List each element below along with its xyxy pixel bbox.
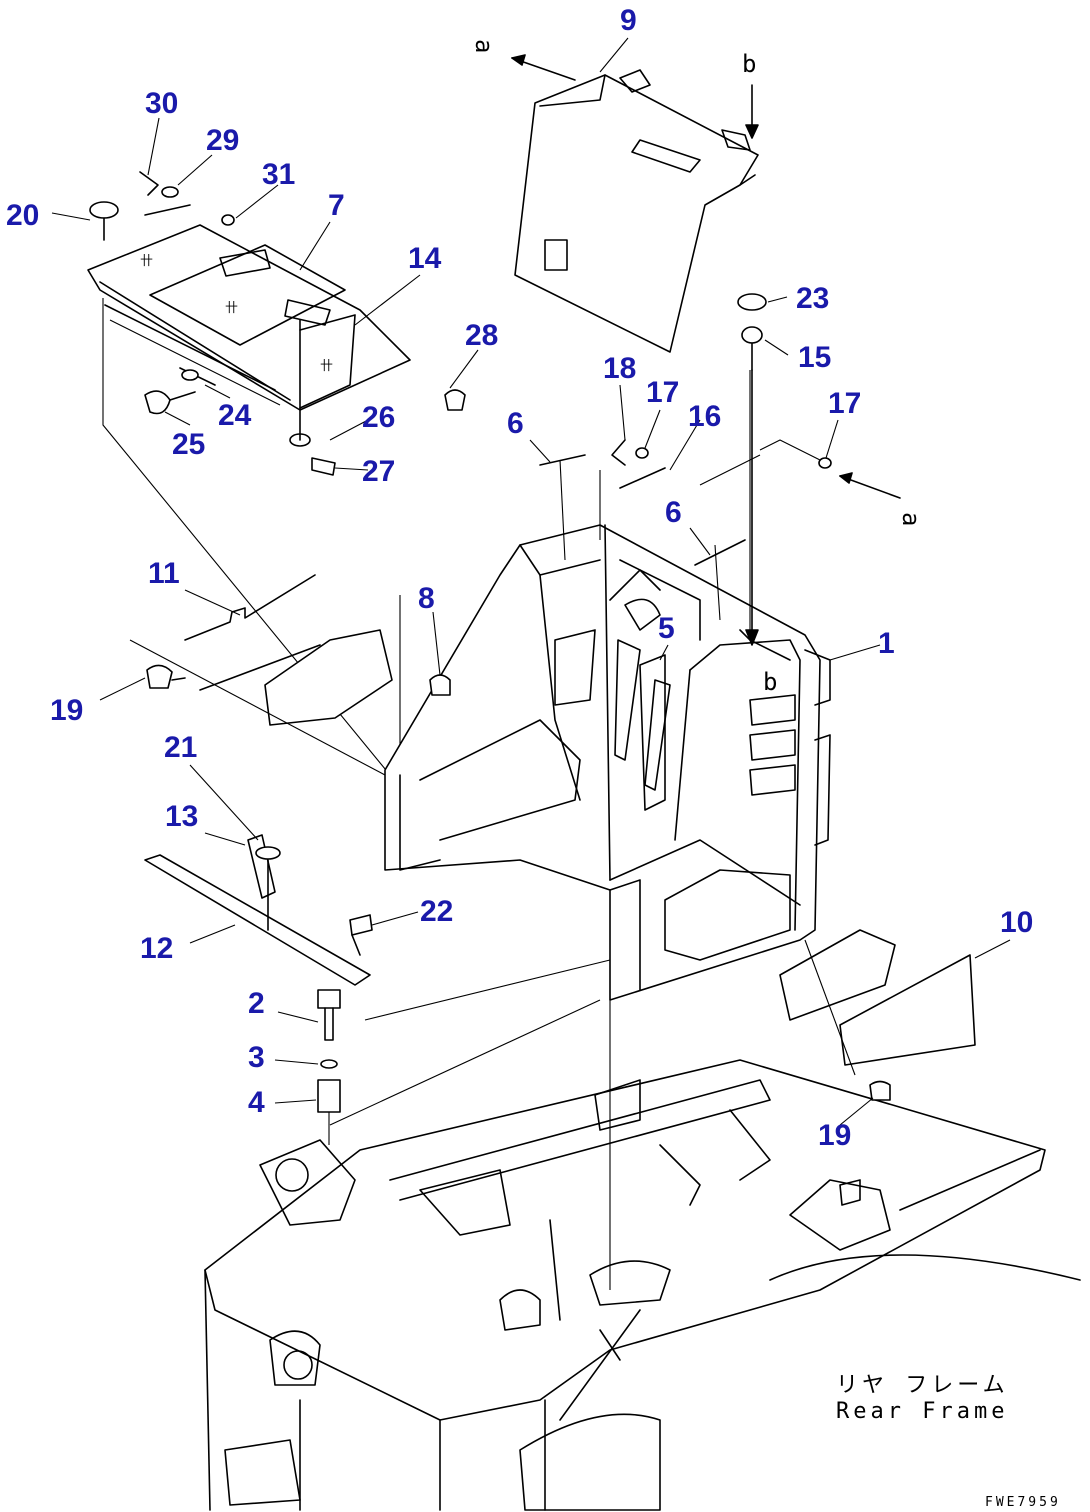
assembly-lines: [129, 370, 856, 1290]
small-fasteners-right: [429, 293, 891, 1101]
cover-part-11: [146, 574, 393, 726]
callout-15: 15: [798, 341, 831, 374]
callout-10: 10: [1000, 906, 1033, 939]
svg-text:卄: 卄: [320, 359, 336, 374]
view-marker-a-right: a: [897, 512, 925, 526]
callout-27: 27: [362, 455, 395, 488]
callout-1: 1: [878, 627, 895, 660]
callout-6a: 6: [507, 407, 524, 440]
callout-19b: 19: [818, 1119, 851, 1152]
drawing-code: FWE7959: [985, 1495, 1061, 1510]
callout-31: 31: [262, 158, 295, 191]
callout-22: 22: [420, 895, 453, 928]
cover-part-9: [514, 69, 759, 353]
callout-26: 26: [362, 401, 395, 434]
callout-23: 23: [796, 282, 829, 315]
callout-2: 2: [248, 987, 265, 1020]
callout-18: 18: [603, 352, 636, 385]
callout-labels: 1 2 3 4 5 6 6 7 8 9 10 11 12 13 14 15 16…: [6, 4, 1033, 1152]
callout-6b: 6: [665, 496, 682, 529]
small-fasteners-upper: [89, 171, 466, 476]
leader-cover: [102, 298, 391, 776]
view-marker-a-top: a: [470, 39, 498, 53]
rear-frame: [204, 1059, 1081, 1511]
callout-30: 30: [145, 87, 178, 120]
bracket-12-13: [144, 834, 373, 986]
callout-20: 20: [6, 199, 39, 232]
callout-19a: 19: [50, 694, 83, 727]
callout-17a: 17: [646, 376, 679, 409]
view-markers: a b a b: [470, 39, 925, 696]
bolt-washer-spacer-2-3-4: [317, 989, 341, 1145]
callout-21: 21: [164, 731, 197, 764]
frame-label-en: Rear Frame: [836, 1399, 1008, 1424]
svg-text:卄: 卄: [140, 254, 156, 269]
callout-28: 28: [465, 319, 498, 352]
cover-assembly-7-14: 卄 卄 卄: [87, 224, 411, 411]
callout-5: 5: [658, 612, 675, 645]
callout-24: 24: [218, 399, 252, 432]
view-marker-b-box: b: [763, 668, 777, 696]
callout-3: 3: [248, 1041, 265, 1074]
view-marker-b-top: b: [742, 50, 756, 78]
callout-7: 7: [328, 189, 345, 222]
cover-part-10: [779, 929, 976, 1066]
view-arrows: [511, 54, 901, 646]
frame-label-jp: リヤ フレーム: [836, 1373, 1009, 1398]
callout-29: 29: [206, 124, 239, 157]
svg-text:卄: 卄: [225, 301, 241, 316]
callout-14: 14: [408, 242, 442, 275]
callout-4: 4: [248, 1086, 265, 1119]
main-box-part-1: [384, 524, 831, 1001]
callout-13: 13: [165, 800, 198, 833]
callout-16: 16: [688, 400, 721, 433]
callout-leaders: [51, 37, 1011, 1126]
callout-9: 9: [620, 4, 637, 37]
frame-label: リヤ フレーム Rear Frame: [836, 1373, 1009, 1424]
callout-25: 25: [172, 428, 205, 461]
callout-12: 12: [140, 932, 173, 965]
callout-8: 8: [418, 582, 435, 615]
callout-17b: 17: [828, 387, 861, 420]
callout-11: 11: [148, 557, 180, 590]
